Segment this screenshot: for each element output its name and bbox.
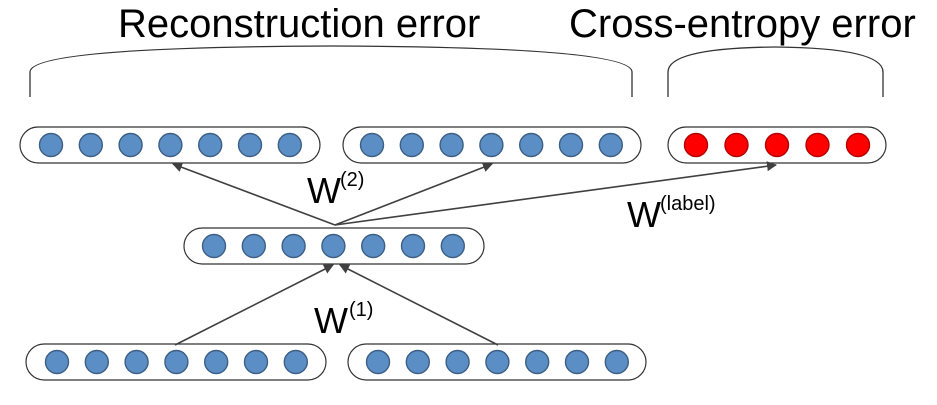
arrow-to-label-output (334, 161, 777, 226)
neuron-node (845, 132, 871, 158)
neuron-node (604, 349, 629, 375)
neuron-node (445, 349, 470, 375)
neuron-node (519, 132, 544, 158)
neuron-node (84, 349, 110, 375)
neuron-node (283, 349, 308, 375)
neuron-node (805, 132, 830, 158)
neuron-node (281, 233, 306, 259)
layer-hidden-parent (183, 227, 485, 265)
neuron-node (44, 349, 70, 375)
w1-superscript: (1) (349, 299, 373, 321)
neuron-node (359, 132, 385, 158)
neuron-node (118, 132, 143, 158)
weight-label-wlabel: W (label) (627, 193, 716, 235)
reconstruction-brace (29, 45, 633, 97)
arrow-from-input-left (174, 264, 334, 346)
wlabel-superscript: (label) (660, 193, 716, 215)
neuron-node (479, 132, 504, 158)
neuron-node (485, 349, 510, 375)
neuron-node (764, 132, 790, 158)
neuron-node (164, 349, 189, 375)
neuron-node (439, 132, 464, 158)
arrow-to-reconstruction-right (334, 162, 493, 226)
neuron-node (277, 132, 302, 158)
neuron-node (558, 132, 584, 158)
neuron-node (724, 132, 749, 158)
neuron-node (598, 132, 623, 158)
neuron-node (405, 349, 430, 375)
neuron-node (683, 132, 709, 158)
layer-label-output (667, 126, 887, 164)
w2-label: W (307, 170, 341, 211)
arrow-to-reconstruction-left (172, 162, 336, 226)
weight-label-w1: W (1) (314, 299, 373, 341)
neuron-node (78, 132, 104, 158)
layer-input-left (25, 343, 327, 381)
weight-label-w2: W (2) (307, 169, 364, 211)
reconstruction-error-title: Reconstruction error (118, 2, 480, 46)
neuron-node (124, 349, 149, 375)
neuron-node (237, 132, 263, 158)
neuron-node (400, 233, 426, 259)
neuron-node (197, 132, 223, 158)
layers (19, 126, 887, 381)
neuron-node (361, 233, 386, 259)
layer-input-right (347, 343, 647, 381)
neuron-node (525, 349, 550, 375)
layer-reconstruction-right (342, 126, 642, 164)
cross-entropy-brace (667, 46, 884, 97)
neuron-node (38, 132, 64, 158)
neuron-node (321, 233, 346, 259)
arrow-from-input-right (339, 264, 499, 346)
w2-superscript: (2) (340, 169, 364, 191)
neuron-node (203, 349, 229, 375)
wlabel-label: W (627, 194, 661, 235)
connections (172, 161, 777, 346)
neuron-node (241, 233, 267, 259)
neuron-node (365, 349, 391, 375)
neuron-node (564, 349, 590, 375)
cross-entropy-error-title: Cross-entropy error (569, 2, 916, 46)
neuron-node (201, 233, 227, 259)
neuron-node (440, 233, 465, 259)
neuron-node (243, 349, 269, 375)
neuron-node (399, 132, 424, 158)
neuron-node (158, 132, 183, 158)
w1-label: W (314, 300, 348, 341)
layer-reconstruction-left (19, 126, 321, 164)
